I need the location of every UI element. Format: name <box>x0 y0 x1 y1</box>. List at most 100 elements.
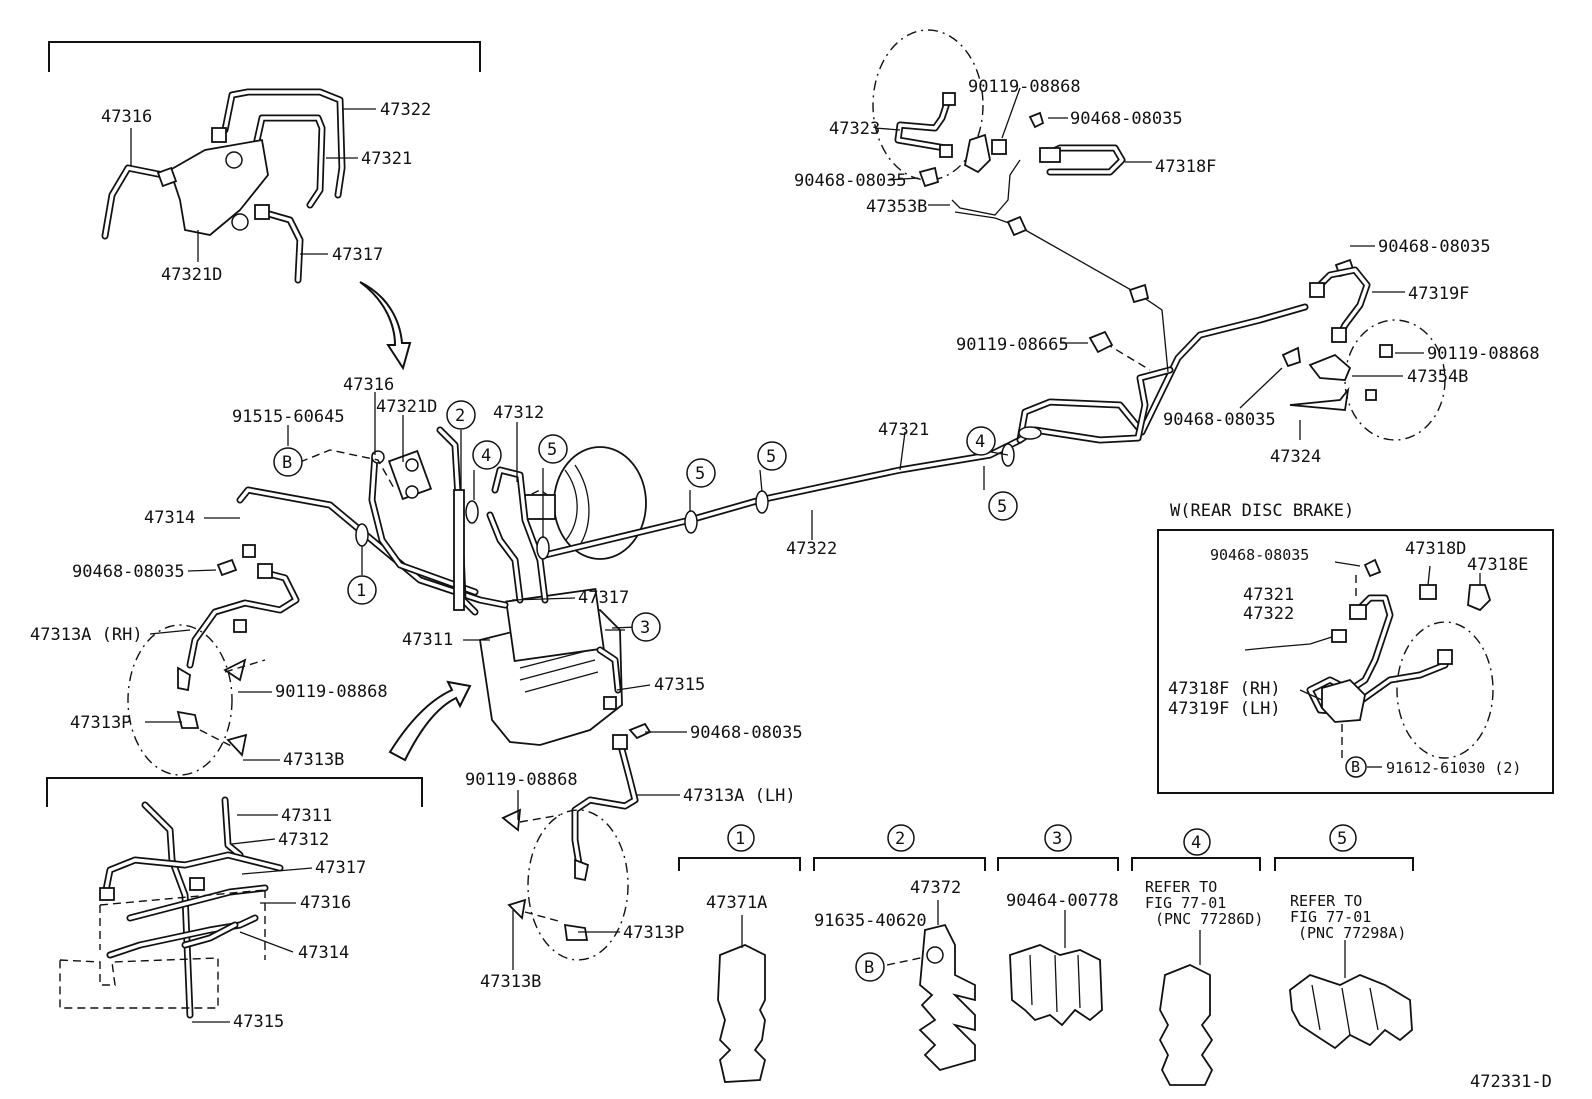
callout-1-main-text: 1 <box>356 581 366 601</box>
label-w-47321: 47321 <box>1243 585 1294 605</box>
label-w-47322: 47322 <box>1243 604 1294 624</box>
label-47313b-left: 47313B <box>283 750 344 770</box>
marker-b-rear <box>1345 756 1367 778</box>
label-47321d-mid: 47321D <box>376 397 437 417</box>
label-clamp4-ref1: REFER TO <box>1145 878 1217 896</box>
label-w-47318e: 47318E <box>1467 555 1528 575</box>
clamp-legend <box>678 857 1414 1086</box>
label-90119-08868-c: 90119-08868 <box>275 682 388 702</box>
label-47312-mid: 47312 <box>493 403 544 423</box>
marker-b-clamp <box>855 952 885 982</box>
callout-3-main-text: 3 <box>640 618 650 638</box>
label-clamp2-bolt: 91635-40620 <box>814 911 927 931</box>
label-clamp5-ref3: (PNC 77298A) <box>1298 924 1406 942</box>
label-90468-08035-e: 90468-08035 <box>72 562 185 582</box>
label-47316-top: 47316 <box>101 107 152 127</box>
label-47315-mid: 47315 <box>654 675 705 695</box>
label-w-47319f-lh: 47319F (LH) <box>1168 699 1281 719</box>
label-47314-inset: 47314 <box>298 943 349 963</box>
callout-5-c <box>757 441 787 471</box>
callout-1-legend-text: 1 <box>735 829 745 849</box>
label-90119-08665: 90119-08665 <box>956 335 1069 355</box>
label-clamp1-part: 47371A <box>706 893 767 913</box>
label-47312-inset: 47312 <box>278 830 329 850</box>
label-47319f: 47319F <box>1408 284 1469 304</box>
label-90119-08868-a: 90119-08868 <box>968 77 1081 97</box>
callout-5-c-text: 5 <box>766 447 776 467</box>
label-47313p-bottom: 47313P <box>623 923 684 943</box>
rear-disc-brake-box <box>1157 529 1554 794</box>
label-90468-08035-c: 90468-08035 <box>1378 237 1491 257</box>
callout-2-legend <box>887 824 915 852</box>
callout-5-legend <box>1329 824 1357 852</box>
rear-upper <box>872 29 1152 304</box>
callout-5-a-text: 5 <box>547 440 557 460</box>
label-47316-inset: 47316 <box>300 893 351 913</box>
label-47317-mid: 47317 <box>578 588 629 608</box>
label-90119-08868-b: 90119-08868 <box>1427 344 1540 364</box>
label-90468-08035-f: 90468-08035 <box>690 723 803 743</box>
figure-code: 472331-D <box>1470 1072 1552 1092</box>
label-90468-08035-a: 90468-08035 <box>1070 109 1183 129</box>
label-w-90468-08035: 90468-08035 <box>1210 546 1309 564</box>
label-clamp5-ref2: FIG 77-01 <box>1290 908 1371 926</box>
label-47313b-bottom: 47313B <box>480 972 541 992</box>
label-47317-inset: 47317 <box>315 858 366 878</box>
inset-bottom-left <box>46 777 423 1023</box>
callout-4-main <box>472 440 502 470</box>
label-47321-top: 47321 <box>361 149 412 169</box>
label-90119-08868-d: 90119-08868 <box>465 770 578 790</box>
label-47313a-lh: 47313A (LH) <box>683 786 796 806</box>
callout-4-legend <box>1183 828 1211 856</box>
rear-right <box>1060 245 1446 441</box>
label-clamp4-ref2: FIG 77-01 <box>1145 894 1226 912</box>
label-47322-top: 47322 <box>380 100 431 120</box>
callout-5-d <box>988 491 1018 521</box>
callout-1-main <box>347 575 377 605</box>
label-47316-mid: 47316 <box>343 375 394 395</box>
marker-b-rear-text: B <box>1351 758 1360 776</box>
callout-3-legend-text: 3 <box>1052 829 1062 849</box>
label-47313a-rh: 47313A (RH) <box>30 625 143 645</box>
callout-5-a <box>538 434 568 464</box>
callout-4-rear <box>966 426 996 456</box>
label-47354b: 47354B <box>1407 367 1468 387</box>
label-clamp2-part: 47372 <box>910 878 961 898</box>
label-47311-mid: 47311 <box>402 630 453 650</box>
callout-3-legend <box>1044 824 1072 852</box>
label-clamp4-ref3: (PNC 77286D) <box>1155 910 1263 928</box>
label-47353b: 47353B <box>866 197 927 217</box>
callout-4-rear-text: 4 <box>975 432 985 452</box>
label-90468-08035-d: 90468-08035 <box>1163 410 1276 430</box>
callout-5-b-text: 5 <box>695 464 705 484</box>
callout-5-b <box>686 458 716 488</box>
callout-2-main-text: 2 <box>455 406 465 426</box>
callout-3-main <box>631 612 661 642</box>
label-47314-mid: 47314 <box>144 508 195 528</box>
callout-2-legend-text: 2 <box>895 829 905 849</box>
marker-b-main-text: B <box>282 453 292 473</box>
callout-4-legend-text: 4 <box>1191 833 1201 853</box>
label-47321-mid: 47321 <box>878 420 929 440</box>
callout-2-main <box>446 400 476 430</box>
callout-circles: 1 2 3 4 4 5 5 5 5 1 2 3 4 5 B B B <box>273 400 1367 982</box>
label-91515-60645: 91515-60645 <box>232 407 345 427</box>
callout-5-legend-text: 5 <box>1337 829 1347 849</box>
rear-disc-brake-title: W(REAR DISC BRAKE) <box>1170 501 1354 521</box>
marker-b-main <box>273 447 303 477</box>
label-47324: 47324 <box>1270 447 1321 467</box>
label-47313p-left: 47313P <box>70 713 131 733</box>
label-47318f: 47318F <box>1155 157 1216 177</box>
label-clamp3-part: 90464-00778 <box>1006 891 1119 911</box>
label-47322-mid: 47322 <box>786 539 837 559</box>
arrow-to-valve <box>359 281 412 371</box>
label-47315-inset: 47315 <box>233 1012 284 1032</box>
label-47311-inset: 47311 <box>281 806 332 826</box>
label-w-47318f-rh: 47318F (RH) <box>1168 679 1281 699</box>
label-47323: 47323 <box>829 119 880 139</box>
main-assembly <box>127 211 1309 970</box>
label-w-47318d: 47318D <box>1405 539 1466 559</box>
label-90468-08035-b: 90468-08035 <box>794 171 907 191</box>
callout-5-d-text: 5 <box>997 497 1007 517</box>
